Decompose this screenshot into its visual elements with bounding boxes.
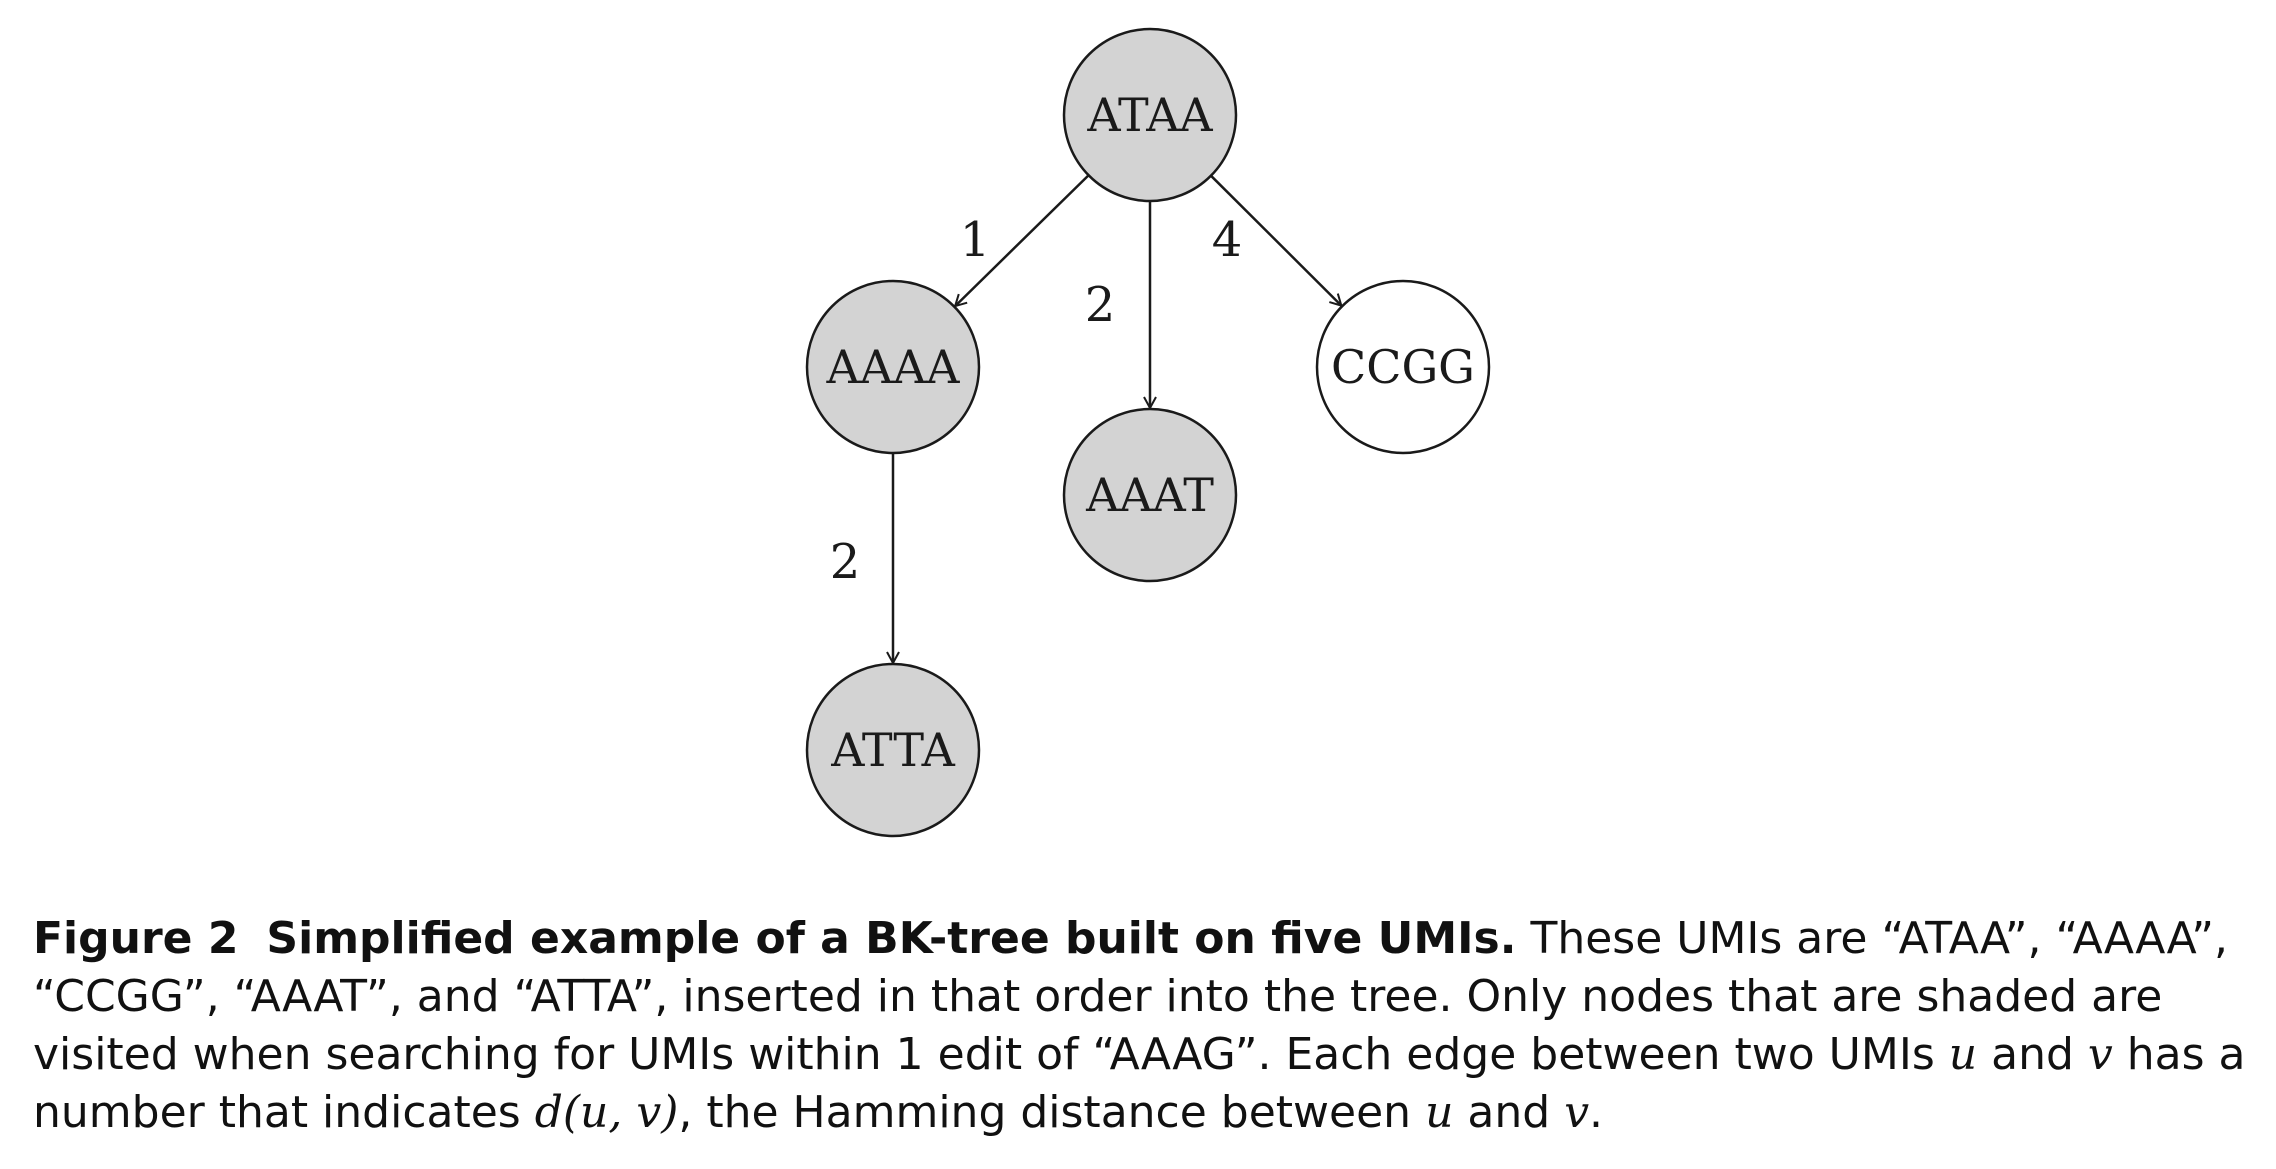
distance-expression: d(u, v) xyxy=(534,1087,679,1138)
var-u-2: u xyxy=(1425,1087,1454,1138)
edge-ataa-aaaa xyxy=(955,174,1090,306)
bk-tree-diagram: 1 2 4 2 ATAA AAAA AAAT CCGG ATTA xyxy=(805,27,1491,838)
node-circle-ccgg xyxy=(1315,279,1491,455)
node-circle-aaat xyxy=(1062,407,1238,583)
figure-title: Simplified example of a BK-tree built on… xyxy=(266,913,1517,964)
node-aaat: AAAT xyxy=(1062,407,1238,583)
caption-text-5: and xyxy=(1467,1087,1551,1138)
node-aaaa: AAAA xyxy=(805,279,981,455)
caption-text-3: has a number that indicates xyxy=(33,1029,2246,1138)
var-v-2: v xyxy=(1564,1087,1590,1138)
node-label-aaaa: AAAA xyxy=(826,340,961,394)
var-v: v xyxy=(2087,1029,2113,1080)
node-label-aaat: AAAT xyxy=(1085,468,1214,522)
node-ataa: ATAA xyxy=(1062,27,1238,203)
node-label-ataa: ATAA xyxy=(1086,88,1213,142)
node-circle-atta xyxy=(805,662,981,838)
caption-text-6: . xyxy=(1589,1087,1604,1138)
var-u: u xyxy=(1948,1029,1978,1080)
figure-caption: Figure 2 Simplified example of a BK-tree… xyxy=(33,910,2248,1142)
node-circle-aaaa xyxy=(805,279,981,455)
edge-label-ataa-aaaa: 1 xyxy=(960,212,991,268)
node-label-ccgg: CCGG xyxy=(1331,340,1475,394)
edge-ataa-ccgg xyxy=(1210,174,1341,306)
node-atta: ATTA xyxy=(805,662,981,838)
node-label-atta: ATTA xyxy=(830,723,955,777)
edge-label-ataa-ccgg: 4 xyxy=(1212,212,1243,268)
caption-text-2: and xyxy=(1991,1029,2074,1080)
figure-number: Figure 2 xyxy=(33,913,239,964)
edge-label-aaaa-atta: 2 xyxy=(830,534,861,590)
node-circle-ataa xyxy=(1062,27,1238,203)
edge-label-ataa-aaat: 2 xyxy=(1085,277,1116,333)
caption-text-4: , the Hamming distance between xyxy=(678,1087,1412,1138)
caption-text-1: These UMIs are “ATAA”, “AAAA”, “CCGG”, “… xyxy=(33,913,2229,1080)
node-ccgg: CCGG xyxy=(1315,279,1491,455)
